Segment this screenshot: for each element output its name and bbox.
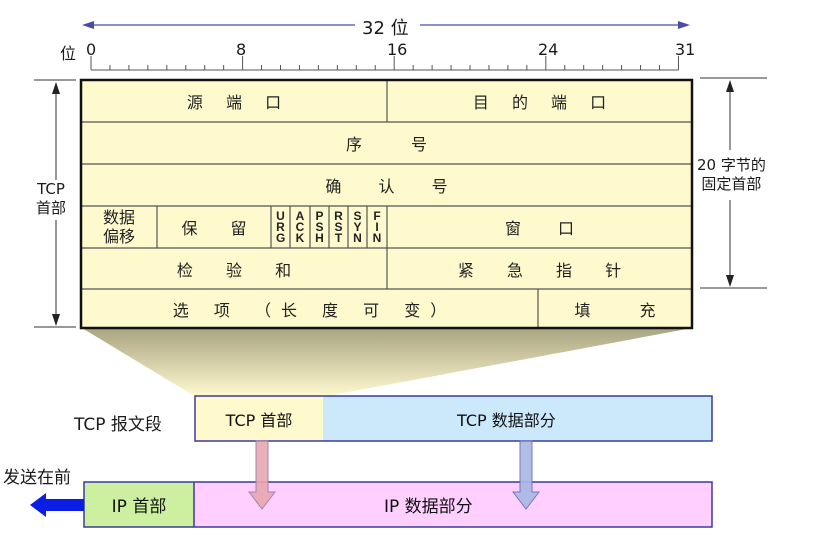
field-reserved: 保 留 [181,219,261,238]
tcp-header-bracket-label: TCP 首部 [36,180,66,218]
down-arrow-header [247,440,277,510]
ip-header-label: IP 首部 [111,497,167,517]
field-source-port: 源 端 口 [186,93,291,112]
field-checksum: 检 验 和 [176,260,306,280]
tcp-header-label: TCP 首部 [225,410,293,430]
tcp-data-label: TCP 数据部分 [457,410,556,430]
ip-data-box [194,482,712,527]
send-first-label: 发送在前 [3,468,71,488]
flag-urg: URG [271,206,290,248]
field-ack-number: 确 认 号 [325,177,464,196]
flag-fin: FIN [367,206,387,248]
bracket-label-line: TCP [37,180,65,198]
field-options: 选 项 （长 度 可 变） [172,300,457,320]
left-bracket [34,79,76,328]
field-data-offset: 数据 偏移 [81,206,157,248]
data-offset-line: 数据 [102,208,135,227]
flag-name: RST [334,208,343,245]
tcp-segment-label: TCP 报文段 [74,415,162,435]
field-urgent-pointer: 紧 急 指 针 [457,260,636,280]
flag-name: SYN [353,208,362,245]
bit-unit-label: 位 [60,44,77,63]
flag-name: FIN [372,208,382,245]
tick-label: 31 [675,40,696,59]
bracket-label-line: 固定首部 [701,175,762,193]
fixed-header-bracket-label: 20 字节的 固定首部 [697,156,766,194]
field-window: 窗 口 [504,219,591,238]
tcp-data-box [323,396,712,441]
flag-rst: RST [329,206,348,248]
width-label: 32 位 [362,18,409,39]
width-arrow [82,21,690,29]
bit-ruler [90,56,679,71]
tick-label: 8 [236,40,247,59]
bracket-label-line: 20 字节的 [697,156,766,174]
tick-label: 0 [86,40,97,59]
flag-name: ACK [295,208,305,245]
field-sequence-number: 序 号 [345,135,450,154]
flag-syn: SYN [348,206,367,248]
ip-data-label: IP 数据部分 [384,497,473,517]
ip-header-box [84,482,194,527]
field-dest-port: 目 的 端 口 [472,93,616,112]
tcp-header-box [195,396,323,441]
down-arrow-data [511,440,541,510]
funnel-shadow [82,328,692,397]
tick-label: 16 [387,40,408,59]
flag-psh: PSH [310,206,329,248]
data-offset-line: 偏移 [102,227,135,246]
flag-ack: ACK [290,206,310,248]
flag-name: PSH [315,208,324,245]
field-padding: 填 充 [574,300,678,320]
tick-label: 24 [538,40,559,59]
send-first-arrow-icon [30,493,84,517]
flag-name: URG [276,208,286,245]
right-bracket [700,77,767,289]
bracket-label-line: 首部 [36,199,67,217]
